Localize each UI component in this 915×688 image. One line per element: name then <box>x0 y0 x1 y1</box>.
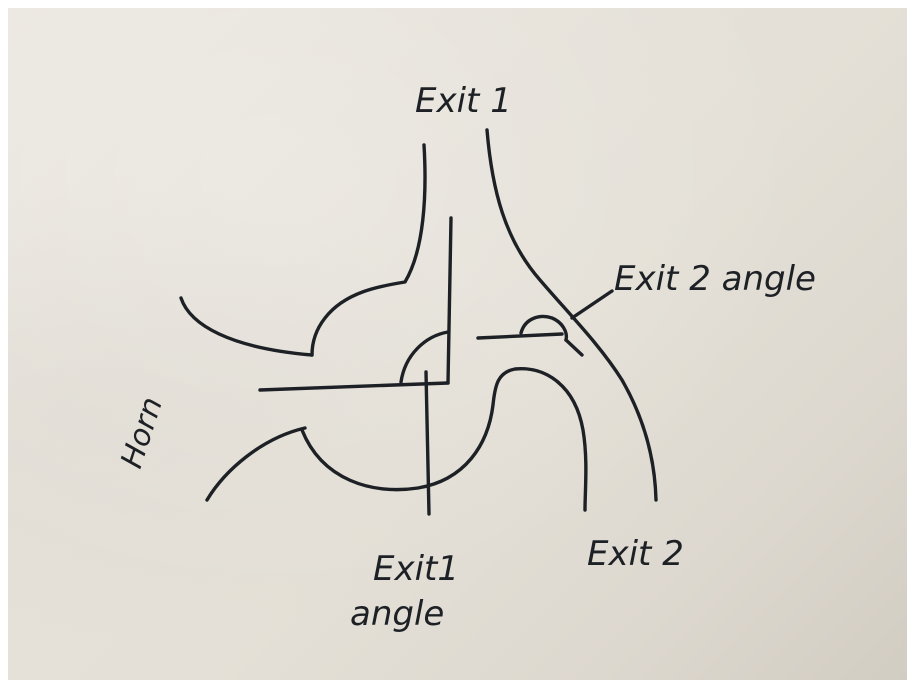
horn-upper-wall <box>181 298 312 355</box>
exit2-angle-leader-line <box>572 291 612 318</box>
exit1-angle-label-line2: angle <box>350 594 444 634</box>
horn-lower-wall <box>207 428 305 500</box>
exit1-label: Exit 1 <box>415 81 512 121</box>
exit2-angle-label: Exit 2 angle <box>614 259 816 299</box>
exit1-angle-label-line1: Exit1 <box>373 549 459 589</box>
exit2-angle-tick <box>566 340 582 355</box>
horn-lower-wall-continued <box>302 369 586 510</box>
exit2-axis-line <box>478 334 562 338</box>
exit1-angle-reference-line <box>426 372 429 514</box>
exit1-left-wall <box>312 145 425 355</box>
horn-axis-line <box>260 383 448 390</box>
exit1-right-wall <box>487 130 656 500</box>
exit2-label: Exit 2 <box>587 534 684 574</box>
exit1-axis-line <box>448 218 451 383</box>
horn-label: Horn <box>114 393 170 473</box>
